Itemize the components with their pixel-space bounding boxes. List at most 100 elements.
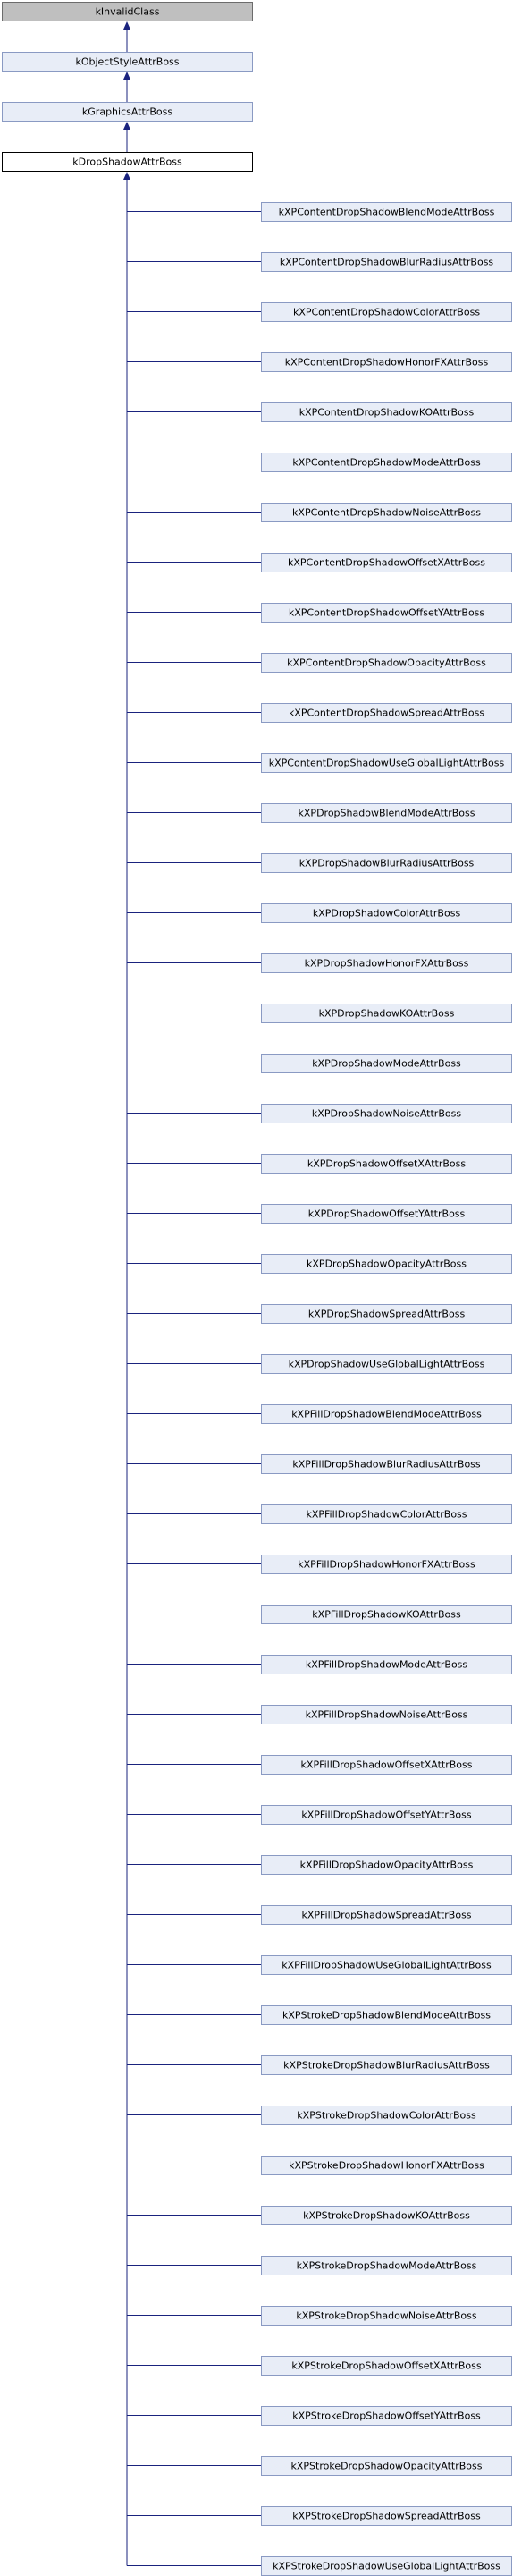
class-node-k-xpcontent-drop-shadow-mode-attr-boss[interactable]: kXPContentDropShadowModeAttrBoss (261, 453, 512, 472)
class-node-k-xpdrop-shadow-koattr-boss[interactable]: kXPDropShadowKOAttrBoss (261, 1004, 512, 1023)
class-node-k-xpfill-drop-shadow-noise-attr-boss[interactable]: kXPFillDropShadowNoiseAttrBoss (261, 1705, 512, 1724)
class-node-k-xpdrop-shadow-offset-xattr-boss[interactable]: kXPDropShadowOffsetXAttrBoss (261, 1154, 512, 1174)
class-node-k-xpcontent-drop-shadow-offset-xattr-boss[interactable]: kXPContentDropShadowOffsetXAttrBoss (261, 553, 512, 572)
class-node-box (261, 2055, 512, 2075)
class-node-k-xpfill-drop-shadow-spread-attr-boss[interactable]: kXPFillDropShadowSpreadAttrBoss (261, 1905, 512, 1925)
class-node-k-xpstroke-drop-shadow-koattr-boss[interactable]: kXPStrokeDropShadowKOAttrBoss (261, 2206, 512, 2225)
class-node-label: kXPContentDropShadowSpreadAttrBoss (289, 708, 484, 719)
class-node-k-xpdrop-shadow-mode-attr-boss[interactable]: kXPDropShadowModeAttrBoss (261, 1054, 512, 1073)
class-node-box (261, 1905, 512, 1925)
class-node-k-xpdrop-shadow-blur-radius-attr-boss[interactable]: kXPDropShadowBlurRadiusAttrBoss (261, 853, 512, 873)
class-node-label: kXPDropShadowOffsetYAttrBoss (308, 1208, 466, 1220)
class-node-label: kXPFillDropShadowNoiseAttrBoss (306, 1709, 468, 1721)
class-node-k-xpstroke-drop-shadow-blend-mode-attr-boss[interactable]: kXPStrokeDropShadowBlendModeAttrBoss (261, 2005, 512, 2025)
class-node-k-xpstroke-drop-shadow-honor-fxattr-boss[interactable]: kXPStrokeDropShadowHonorFXAttrBoss (261, 2156, 512, 2175)
class-node-k-xpfill-drop-shadow-offset-xattr-boss[interactable]: kXPFillDropShadowOffsetXAttrBoss (261, 1755, 512, 1775)
class-node-k-xpcontent-drop-shadow-blend-mode-attr-boss[interactable]: kXPContentDropShadowBlendModeAttrBoss (261, 202, 512, 222)
class-node-k-drop-shadow-attr-boss[interactable]: kDropShadowAttrBoss (2, 152, 253, 172)
class-node-label: kXPContentDropShadowOpacityAttrBoss (287, 657, 486, 669)
class-node-k-xpcontent-drop-shadow-noise-attr-boss[interactable]: kXPContentDropShadowNoiseAttrBoss (261, 503, 512, 522)
class-node-box (2, 102, 253, 122)
class-node-k-xpfill-drop-shadow-honor-fxattr-boss[interactable]: kXPFillDropShadowHonorFXAttrBoss (261, 1555, 512, 1574)
class-node-k-xpstroke-drop-shadow-noise-attr-boss[interactable]: kXPStrokeDropShadowNoiseAttrBoss (261, 2306, 512, 2326)
class-node-box (261, 653, 512, 673)
class-node-label: kXPStrokeDropShadowOffsetYAttrBoss (292, 2411, 481, 2422)
class-node-k-xpdrop-shadow-use-global-light-attr-boss[interactable]: kXPDropShadowUseGlobalLightAttrBoss (261, 1354, 512, 1374)
class-node-k-xpcontent-drop-shadow-offset-yattr-boss[interactable]: kXPContentDropShadowOffsetYAttrBoss (261, 603, 512, 623)
class-node-k-xpdrop-shadow-spread-attr-boss[interactable]: kXPDropShadowSpreadAttrBoss (261, 1304, 512, 1324)
class-node-label: kXPFillDropShadowBlurRadiusAttrBoss (292, 1459, 481, 1470)
class-node-k-xpfill-drop-shadow-mode-attr-boss[interactable]: kXPFillDropShadowModeAttrBoss (261, 1655, 512, 1674)
class-node-label: kXPDropShadowNoiseAttrBoss (312, 1108, 461, 1120)
class-node-k-xpstroke-drop-shadow-offset-yattr-boss[interactable]: kXPStrokeDropShadowOffsetYAttrBoss (261, 2406, 512, 2426)
class-node-label: kXPDropShadowOpacityAttrBoss (307, 1258, 467, 1270)
class-node-k-xpcontent-drop-shadow-use-global-light-attr-boss[interactable]: kXPContentDropShadowUseGlobalLightAttrBo… (261, 753, 512, 773)
class-node-k-xpstroke-drop-shadow-color-attr-boss[interactable]: kXPStrokeDropShadowColorAttrBoss (261, 2106, 512, 2125)
class-node-k-xpdrop-shadow-noise-attr-boss[interactable]: kXPDropShadowNoiseAttrBoss (261, 1104, 512, 1123)
class-node-label: kXPDropShadowSpreadAttrBoss (308, 1309, 466, 1320)
class-node-box (261, 1354, 512, 1374)
class-node-k-invalid-class[interactable]: kInvalidClass (2, 2, 253, 21)
class-node-k-xpstroke-drop-shadow-spread-attr-boss[interactable]: kXPStrokeDropShadowSpreadAttrBoss (261, 2506, 512, 2526)
class-node-label: kXPFillDropShadowHonorFXAttrBoss (298, 1559, 475, 1571)
class-node-box (261, 2356, 512, 2376)
inheritance-arrowhead (123, 72, 130, 80)
class-node-k-xpcontent-drop-shadow-spread-attr-boss[interactable]: kXPContentDropShadowSpreadAttrBoss (261, 703, 512, 723)
class-node-box (261, 1454, 512, 1474)
class-node-k-xpcontent-drop-shadow-koattr-boss[interactable]: kXPContentDropShadowKOAttrBoss (261, 402, 512, 422)
class-node-k-xpfill-drop-shadow-color-attr-boss[interactable]: kXPFillDropShadowColorAttrBoss (261, 1504, 512, 1524)
class-node-k-xpcontent-drop-shadow-blur-radius-attr-boss[interactable]: kXPContentDropShadowBlurRadiusAttrBoss (261, 252, 512, 272)
class-node-box (261, 202, 512, 222)
class-node-k-xpstroke-drop-shadow-mode-attr-boss[interactable]: kXPStrokeDropShadowModeAttrBoss (261, 2256, 512, 2275)
class-node-box (261, 2306, 512, 2326)
class-node-k-xpfill-drop-shadow-offset-yattr-boss[interactable]: kXPFillDropShadowOffsetYAttrBoss (261, 1805, 512, 1825)
class-node-box (261, 803, 512, 823)
class-node-label: kXPFillDropShadowKOAttrBoss (312, 1609, 461, 1621)
class-node-k-xpdrop-shadow-honor-fxattr-boss[interactable]: kXPDropShadowHonorFXAttrBoss (261, 953, 512, 973)
class-node-k-xpcontent-drop-shadow-color-attr-boss[interactable]: kXPContentDropShadowColorAttrBoss (261, 302, 512, 322)
class-node-k-xpdrop-shadow-color-attr-boss[interactable]: kXPDropShadowColorAttrBoss (261, 903, 512, 923)
class-node-k-xpfill-drop-shadow-koattr-boss[interactable]: kXPFillDropShadowKOAttrBoss (261, 1605, 512, 1624)
class-node-label: kGraphicsAttrBoss (82, 106, 172, 118)
class-node-label: kXPFillDropShadowOffsetXAttrBoss (301, 1759, 473, 1771)
class-node-label: kXPDropShadowModeAttrBoss (312, 1058, 461, 1070)
class-node-k-xpfill-drop-shadow-blur-radius-attr-boss[interactable]: kXPFillDropShadowBlurRadiusAttrBoss (261, 1454, 512, 1474)
class-node-label: kXPDropShadowBlendModeAttrBoss (299, 808, 475, 819)
class-node-box (261, 1154, 512, 1174)
class-node-label: kXPFillDropShadowOpacityAttrBoss (300, 1860, 474, 1871)
class-node-k-xpfill-drop-shadow-blend-mode-attr-boss[interactable]: kXPFillDropShadowBlendModeAttrBoss (261, 1404, 512, 1424)
class-node-label: kXPContentDropShadowModeAttrBoss (292, 457, 481, 469)
class-node-box (261, 703, 512, 723)
class-node-k-xpdrop-shadow-offset-yattr-boss[interactable]: kXPDropShadowOffsetYAttrBoss (261, 1204, 512, 1224)
class-node-label: kDropShadowAttrBoss (72, 157, 182, 168)
class-node-k-xpstroke-drop-shadow-use-global-light-attr-boss[interactable]: kXPStrokeDropShadowUseGlobalLightAttrBos… (261, 2556, 512, 2576)
class-node-label: kXPStrokeDropShadowNoiseAttrBoss (296, 2310, 476, 2322)
class-node-k-xpcontent-drop-shadow-opacity-attr-boss[interactable]: kXPContentDropShadowOpacityAttrBoss (261, 653, 512, 673)
class-node-box (261, 352, 512, 372)
class-node-k-xpdrop-shadow-blend-mode-attr-boss[interactable]: kXPDropShadowBlendModeAttrBoss (261, 803, 512, 823)
class-node-k-xpstroke-drop-shadow-offset-xattr-boss[interactable]: kXPStrokeDropShadowOffsetXAttrBoss (261, 2356, 512, 2376)
class-node-k-xpfill-drop-shadow-use-global-light-attr-boss[interactable]: kXPFillDropShadowUseGlobalLightAttrBoss (261, 1955, 512, 1975)
class-node-k-xpfill-drop-shadow-opacity-attr-boss[interactable]: kXPFillDropShadowOpacityAttrBoss (261, 1855, 512, 1875)
class-node-box (261, 753, 512, 773)
class-node-label: kXPStrokeDropShadowBlendModeAttrBoss (282, 2010, 491, 2021)
class-node-label: kXPFillDropShadowBlendModeAttrBoss (291, 1409, 482, 1420)
class-node-k-xpstroke-drop-shadow-blur-radius-attr-boss[interactable]: kXPStrokeDropShadowBlurRadiusAttrBoss (261, 2055, 512, 2075)
class-node-box (261, 402, 512, 422)
class-node-box (261, 903, 512, 923)
inheritance-arrowhead (123, 122, 130, 130)
class-node-label: kXPContentDropShadowBlurRadiusAttrBoss (280, 257, 494, 268)
class-node-k-graphics-attr-boss[interactable]: kGraphicsAttrBoss (2, 102, 253, 122)
class-node-label: kXPContentDropShadowKOAttrBoss (299, 407, 475, 419)
class-node-label: kObjectStyleAttrBoss (75, 56, 179, 68)
class-node-box (261, 1555, 512, 1574)
class-node-box (261, 2206, 512, 2225)
class-node-k-object-style-attr-boss[interactable]: kObjectStyleAttrBoss (2, 52, 253, 72)
class-node-k-xpdrop-shadow-opacity-attr-boss[interactable]: kXPDropShadowOpacityAttrBoss (261, 1254, 512, 1274)
class-node-k-xpstroke-drop-shadow-opacity-attr-boss[interactable]: kXPStrokeDropShadowOpacityAttrBoss (261, 2456, 512, 2476)
class-node-label: kXPDropShadowColorAttrBoss (313, 908, 461, 919)
class-node-k-xpcontent-drop-shadow-honor-fxattr-boss[interactable]: kXPContentDropShadowHonorFXAttrBoss (261, 352, 512, 372)
class-node-label: kXPDropShadowUseGlobalLightAttrBoss (289, 1359, 485, 1370)
class-node-box (261, 1404, 512, 1424)
